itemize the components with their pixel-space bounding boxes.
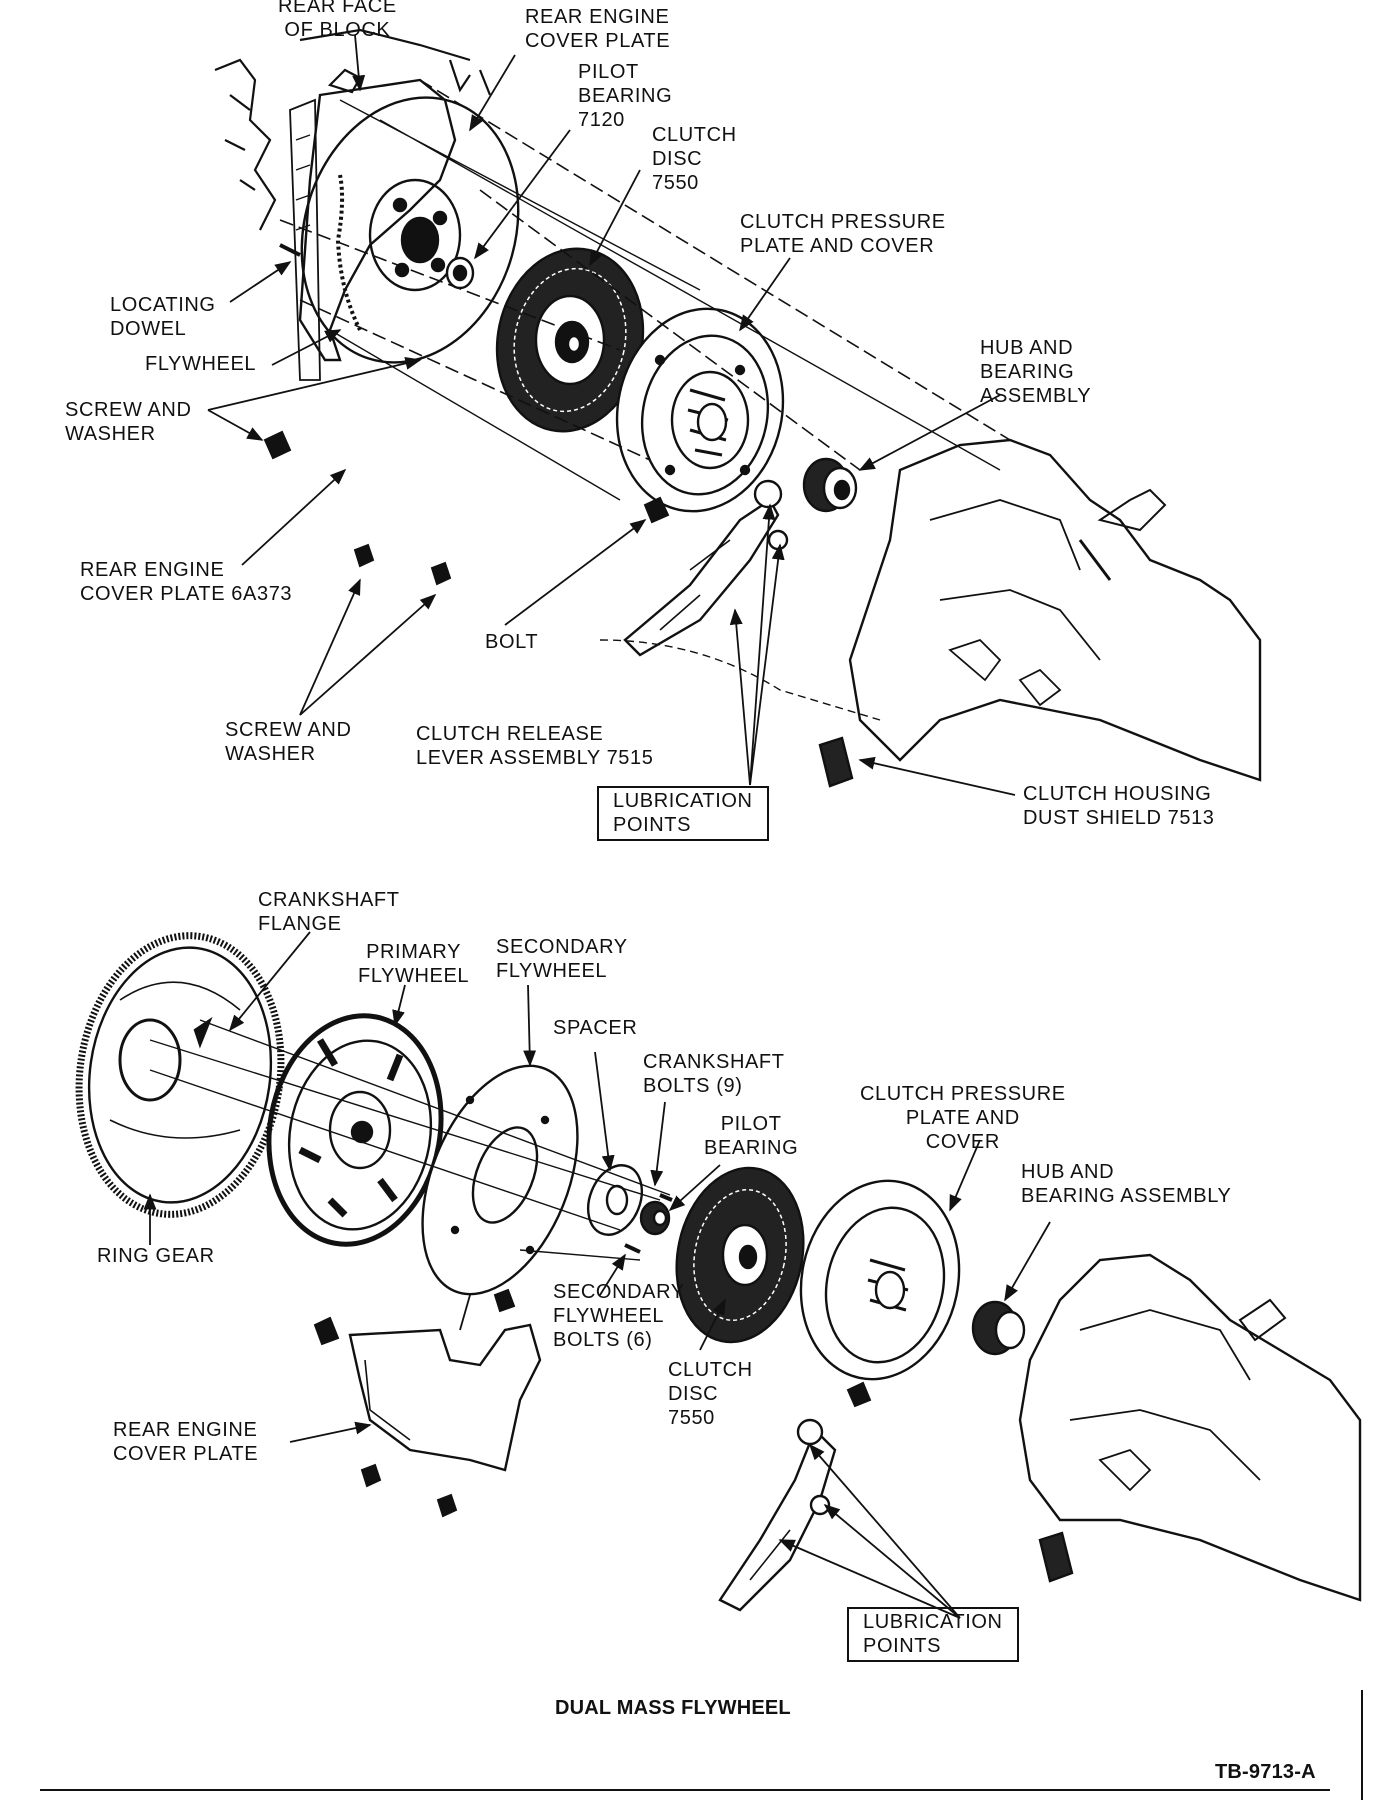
label-clutch-disc-bottom: CLUTCH DISC 7550 [668,1359,753,1429]
bottom-clutch-housing-art [1018,1253,1362,1602]
label-secondary-flywheel-bolts: SECONDARY FLYWHEEL BOLTS (6) [553,1281,685,1351]
top-bolts-art [263,243,670,586]
bottom-cover-plate-art [348,1323,542,1472]
label-locating-dowel: LOCATING DOWEL [110,294,216,340]
label-screw-and-washer-bottom: SCREW AND WASHER [225,719,352,765]
bottom-dust-shield-art [1038,1531,1074,1583]
bottom-secondary-flywheel-art [421,1064,579,1296]
top-dust-shield-art [818,736,854,788]
label-hub-and-bearing-bottom: HUB AND BEARING ASSEMBLY [1021,1161,1232,1207]
top-hub-bearing-art [802,457,858,513]
label-spacer: SPACER [553,1017,638,1039]
top-clutch-disc-art [495,247,645,433]
top-pressure-plate-art [615,307,785,513]
top-alignment-lines-solid [329,99,1001,721]
label-rear-engine-cover-plate-top: REAR ENGINE COVER PLATE [525,6,671,52]
label-bolt: BOLT [485,631,539,653]
label-crankshaft-bolts: CRANKSHAFT BOLTS (9) [643,1051,785,1097]
label-clutch-pressure-plate-bottom: CLUTCH PRESSURE PLATE AND COVER [860,1083,1066,1153]
top-pilot-bearing-art [445,256,475,290]
label-clutch-pressure-plate-top: CLUTCH PRESSURE PLATE AND COVER [740,211,946,257]
bottom-hub-bearing-art [971,1300,1026,1356]
label-pilot-bearing-bottom: PILOT BEARING [704,1113,799,1159]
label-clutch-release-lever: CLUTCH RELEASE LEVER ASSEMBLY 7515 [416,723,654,769]
bottom-leader-lines [143,931,1051,1619]
label-clutch-disc-top: CLUTCH DISC 7550 [652,124,737,194]
top-flywheel-art [300,96,520,364]
label-ring-gear: RING GEAR [97,1245,215,1267]
label-clutch-housing-dust-shield: CLUTCH HOUSING DUST SHIELD 7513 [1023,783,1215,829]
label-secondary-flywheel: SECONDARY FLYWHEEL [496,936,628,982]
bottom-pilot-bearing-art [639,1200,671,1236]
label-rear-engine-cover-plate-bottom: REAR ENGINE COVER PLATE [113,1419,259,1465]
bottom-primary-flywheel-art [266,1013,444,1247]
label-screw-and-washer-top: SCREW AND WASHER [65,399,192,445]
bottom-pressure-plate-art [799,1179,961,1381]
bottom-alignment-lines [149,1019,671,1261]
label-hub-and-bearing-top: HUB AND BEARING ASSEMBLY [980,337,1092,407]
label-pilot-bearing-top: PILOT BEARING 7120 [578,61,673,131]
bottom-spacer-art [586,1164,644,1236]
top-alignment-lines [279,79,1011,471]
figure-reference: TB-9713-A [1215,1761,1316,1783]
top-leader-lines [207,34,1016,796]
label-lubrication-points-top: LUBRICATION POINTS [597,786,769,841]
label-rear-engine-cover-plate-6a373: REAR ENGINE COVER PLATE 6A373 [80,559,293,605]
bottom-clutch-disc-art [675,1166,805,1344]
label-lubrication-points-bottom: LUBRICATION POINTS [847,1607,1019,1662]
label-primary-flywheel: PRIMARY FLYWHEEL [358,941,470,987]
label-crankshaft-flange: CRANKSHAFT FLANGE [258,889,400,935]
bottom-release-lever-art [718,1418,837,1612]
label-flywheel: FLYWHEEL [145,353,257,375]
label-rear-face-of-block: REAR FACE OF BLOCK [278,0,397,41]
top-clutch-housing-art [848,438,1262,782]
figure-caption: DUAL MASS FLYWHEEL [555,1697,791,1719]
